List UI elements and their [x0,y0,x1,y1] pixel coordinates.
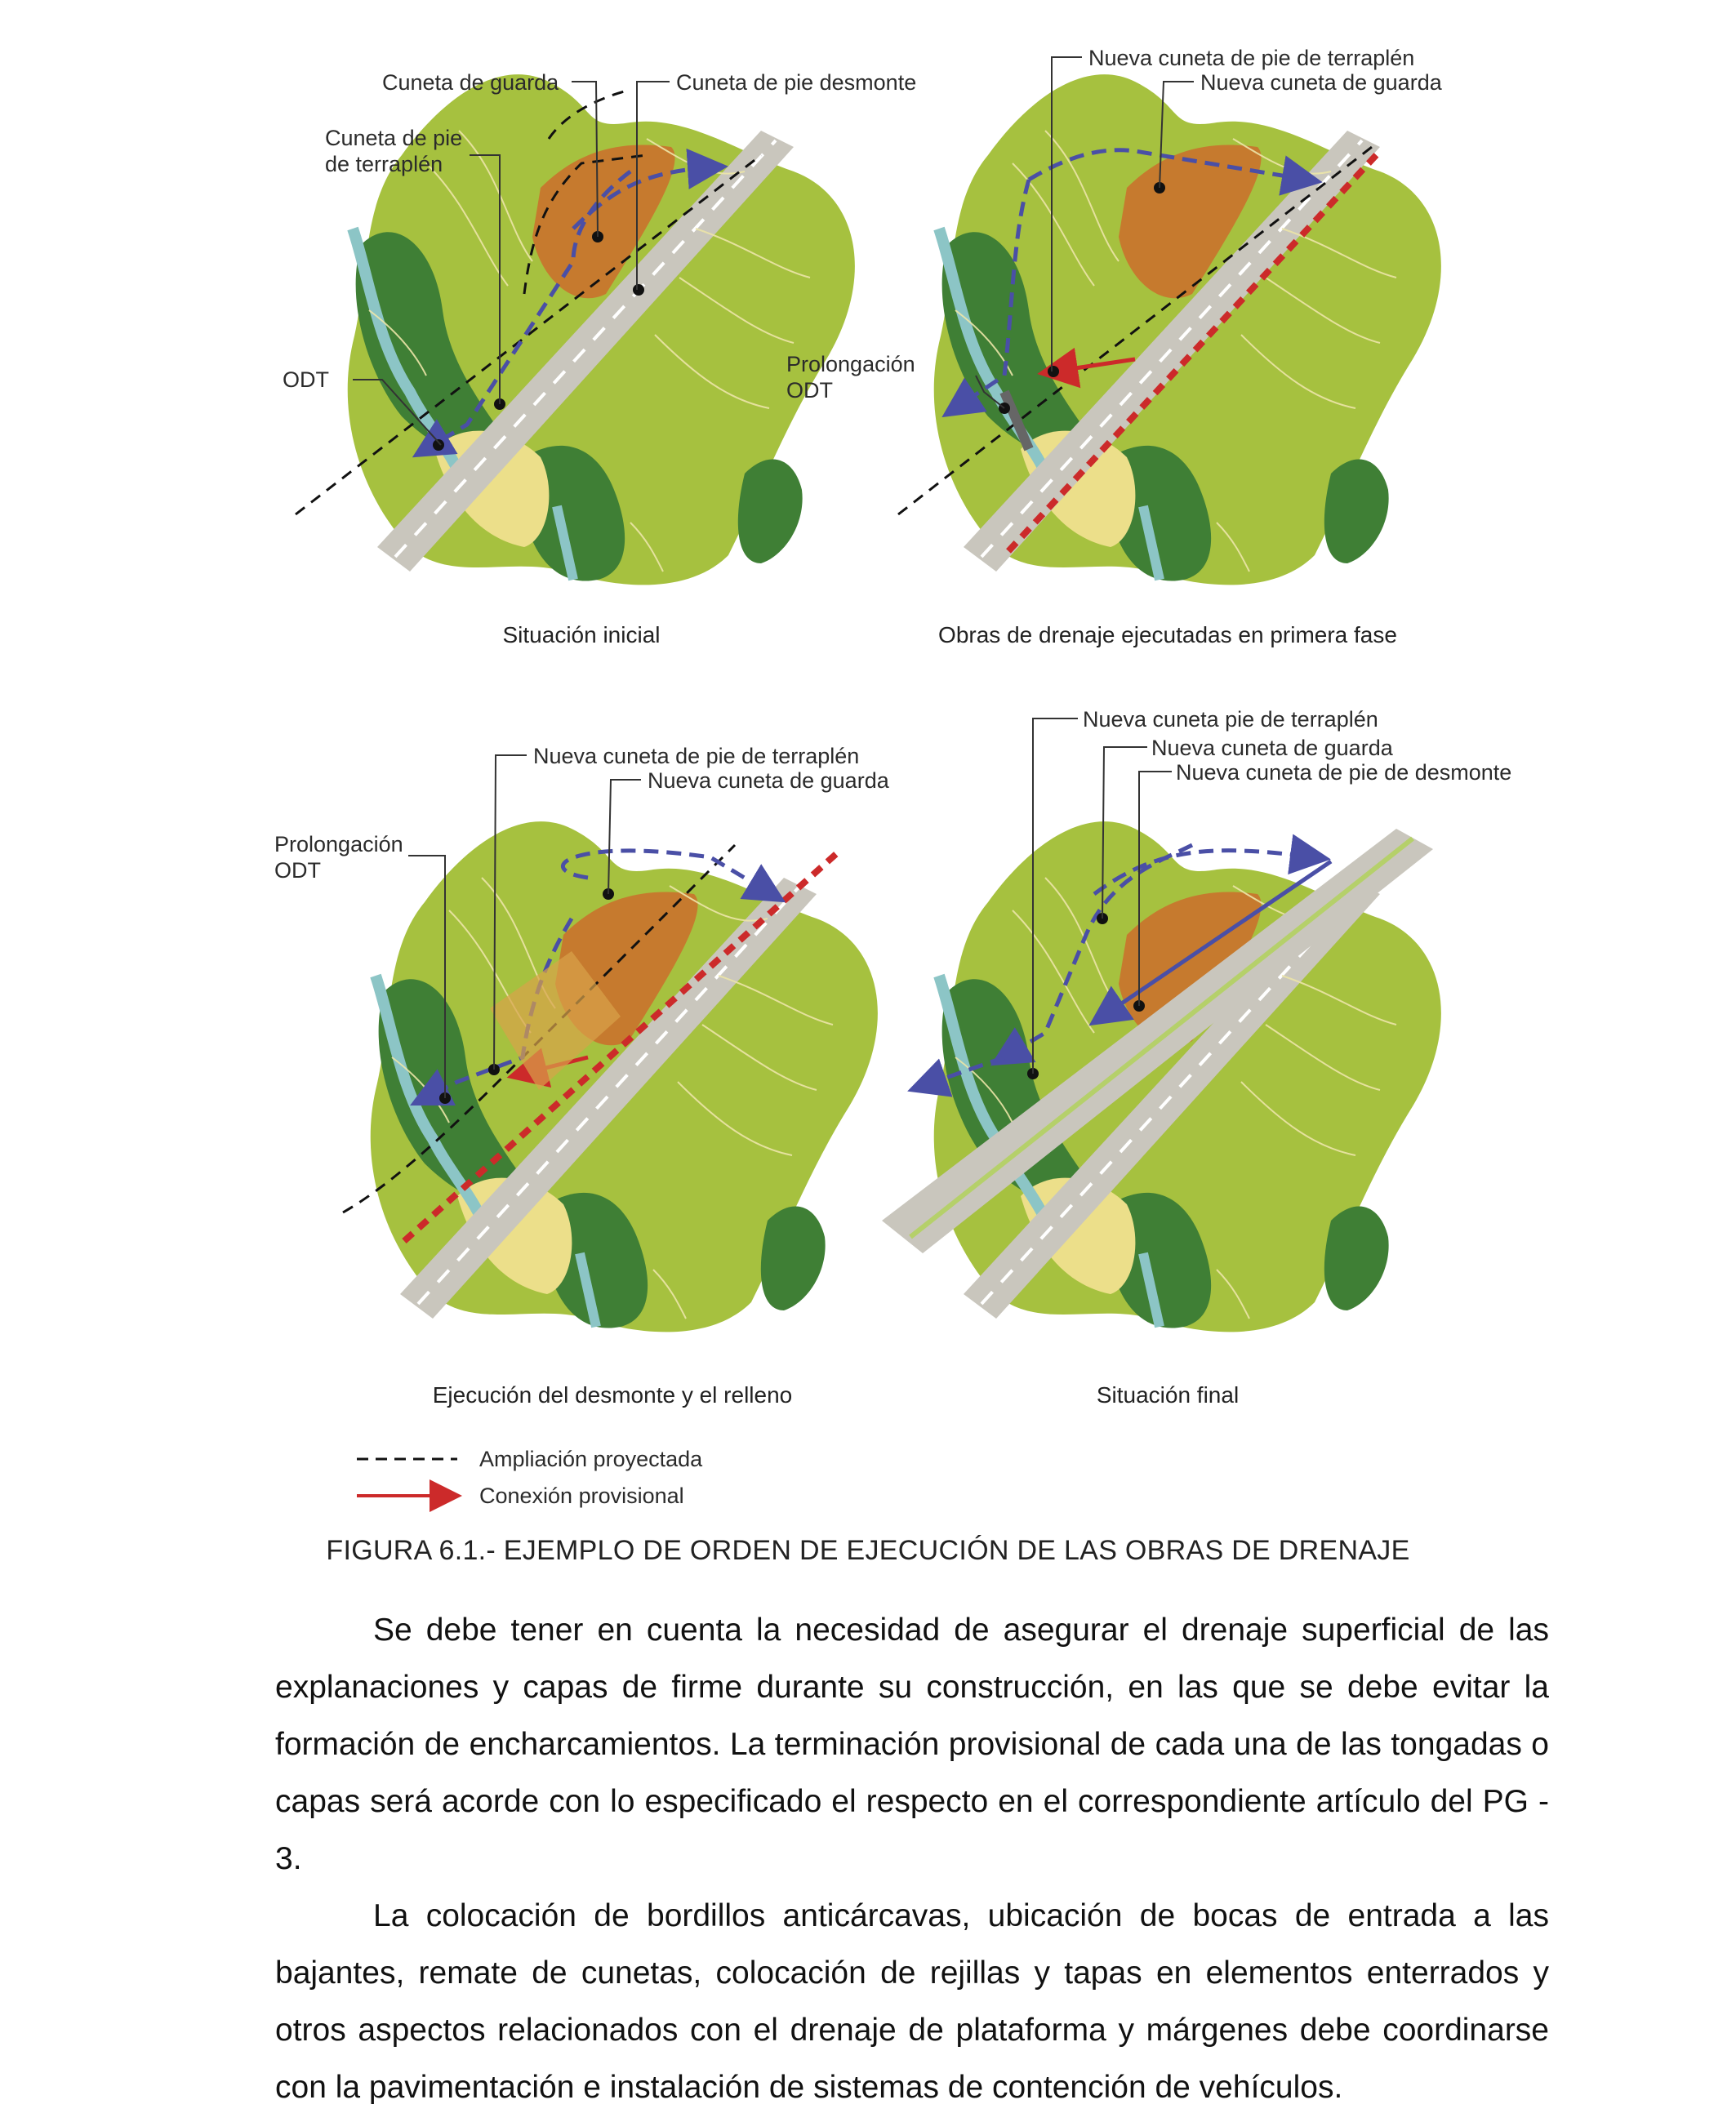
panel-situacion-final [882,821,1441,1332]
label-de-terraplen: de terraplén [325,152,443,176]
caption-situacion-inicial: Situación inicial [503,622,661,647]
panel1-leaders [353,81,670,446]
legend: Ampliación proyectada Conexión provision… [357,1447,703,1512]
drainage-figure: Cuneta de guarda Cuneta de pie desmonte … [274,46,1511,1512]
label-cuneta-de-pie: Cuneta de pie [325,126,462,150]
caption-primera-fase: Obras de drenaje ejecutadas en primera f… [938,622,1397,647]
caption-desmonte-relleno: Ejecución del desmonte y el relleno [433,1382,792,1408]
label-p4-nueva-cuneta-guarda: Nueva cuneta de guarda [1151,736,1394,760]
label-cuneta-de-guarda: Cuneta de guarda [382,70,559,95]
label-p3-nueva-cuneta-guarda: Nueva cuneta de guarda [648,768,890,793]
panel-primera-fase [897,74,1441,585]
label-nueva-cuneta-guarda: Nueva cuneta de guarda [1200,70,1443,95]
paragraph-2: La colocación de bordillos anticárcavas,… [275,1898,1549,2105]
label-nueva-cuneta-pie-terraplen: Nueva cuneta de pie de terraplén [1088,46,1414,70]
figure-caption: FIGURA 6.1.- EJEMPLO DE ORDEN DE EJECUCI… [326,1535,1410,1566]
label-p3-odt: ODT [274,858,321,883]
label-p4-nueva-cuneta-pie-terraplen: Nueva cuneta pie de terraplén [1083,707,1378,732]
label-p3-prolongacion: Prolongación [274,832,403,856]
label-p3-nueva-cuneta-pie-terraplen: Nueva cuneta de pie de terraplén [533,744,859,768]
panel4-leaders [1032,718,1172,1074]
panel-desmonte-relleno [342,821,878,1332]
panel-situacion-inicial [295,74,855,585]
label-cuneta-pie-desmonte: Cuneta de pie desmonte [676,70,916,95]
label-prolongacion: Prolongación [786,352,915,376]
label-p4-nueva-cuneta-pie-desmonte: Nueva cuneta de pie de desmonte [1176,760,1511,785]
caption-situacion-final: Situación final [1097,1382,1239,1408]
legend-conexion: Conexión provisional [479,1484,684,1508]
panel2-leaders [975,56,1194,409]
label-odt: ODT [283,367,329,392]
panel3-leaders [408,754,641,1098]
legend-ampliacion: Ampliación proyectada [479,1447,703,1471]
paragraph-1: Se debe tener en cuenta la necesidad de … [275,1613,1549,1876]
label-odt-2: ODT [786,378,833,403]
